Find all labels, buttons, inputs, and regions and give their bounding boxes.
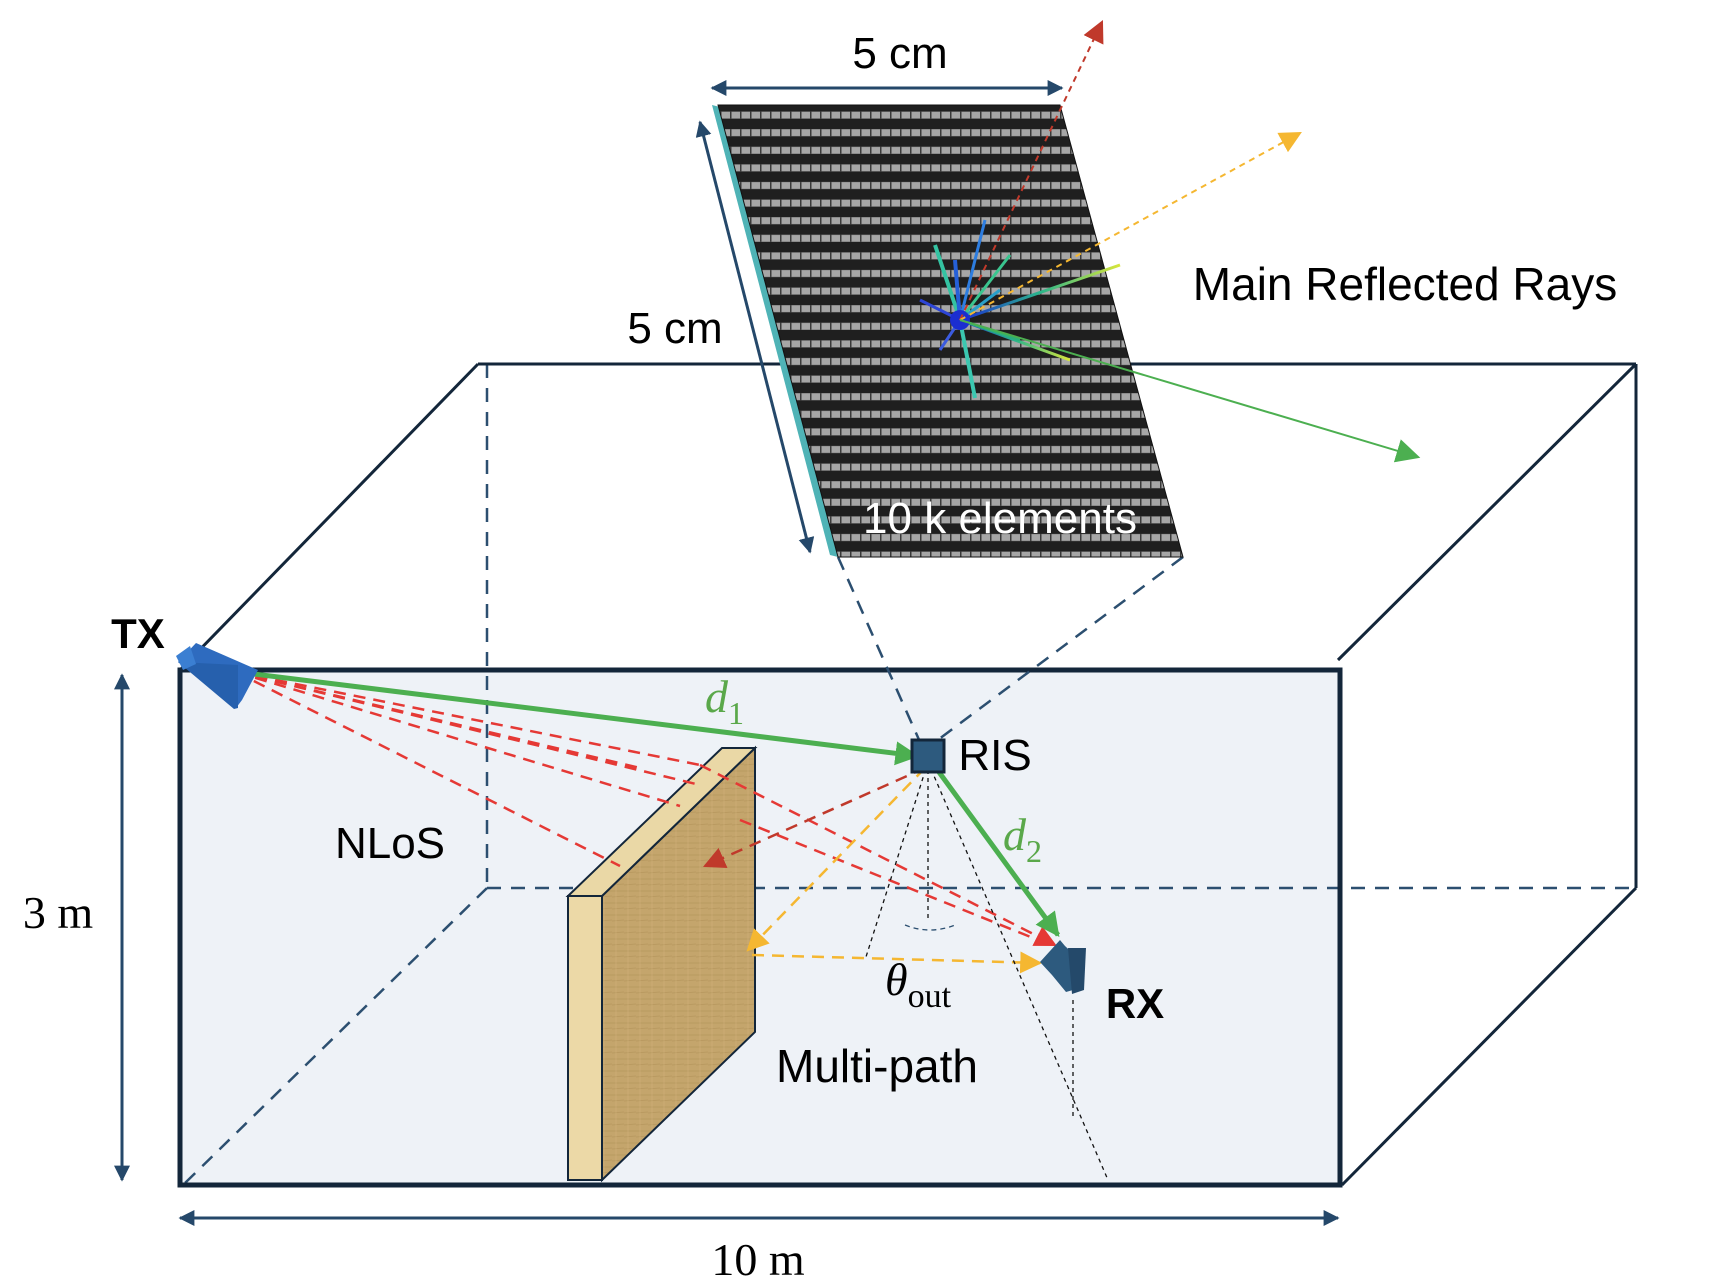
path-d2 (933, 766, 1061, 937)
tx-label: TX (111, 610, 165, 657)
d1-base: d (705, 671, 729, 722)
ris-multipath (702, 766, 1043, 974)
ris-panel-surface (717, 104, 1184, 558)
wall-side-face (567, 895, 603, 1181)
path-d1 (237, 669, 920, 766)
ris-label: RIS (958, 731, 1031, 780)
room-visible-edges (178, 362, 1638, 1187)
room-front-frame (177, 667, 1343, 1188)
tx-antenna-icon (176, 643, 258, 709)
ris-element (910, 738, 946, 774)
ris-height-label: 5 cm (627, 304, 722, 353)
reflected-ray-burst (919, 219, 1121, 399)
main-reflected-rays (959, 20, 1421, 463)
reflected-ray-red (959, 20, 1104, 321)
room-box (177, 362, 1638, 1188)
room-front-face (180, 670, 1340, 1185)
nlos-label: NLoS (335, 819, 445, 868)
room-width-label: 10 m (711, 1234, 805, 1276)
nlos-paths (235, 670, 1059, 950)
ris-height-dimension (695, 120, 815, 554)
theta-base: θ (885, 954, 908, 1005)
rx-antenna-icon (1040, 940, 1086, 994)
ris-width-label: 5 cm (852, 29, 947, 78)
wall-to-rx-yellow (751, 951, 1043, 974)
theta-out-label: θout (885, 954, 952, 1015)
theta-subscript: out (908, 978, 952, 1015)
ris-zoom-lines (836, 555, 1184, 744)
ris-to-wall-darkred (702, 766, 926, 868)
multipath-label: Multi-path (776, 1040, 978, 1092)
main-reflected-rays-label: Main Reflected Rays (1193, 258, 1617, 310)
d1-subscript: 1 (728, 695, 744, 731)
ris-elements-label: 10 k elements (863, 494, 1137, 543)
ris-to-wall-yellow (746, 767, 926, 952)
reflected-ray-green (959, 319, 1421, 463)
ris-panel (712, 104, 1184, 558)
room-height-label: 3 m (23, 887, 94, 938)
d2-base: d (1003, 809, 1027, 860)
los-paths (237, 669, 1061, 937)
room-hidden-edges (182, 364, 1633, 1186)
rx-label: RX (1106, 980, 1164, 1027)
reflected-ray-yellow (959, 131, 1302, 321)
d2-label: d2 (1003, 809, 1042, 869)
theta-guides (864, 761, 1109, 1181)
d2-subscript: 2 (1026, 833, 1042, 869)
d1-label: d1 (705, 671, 744, 731)
